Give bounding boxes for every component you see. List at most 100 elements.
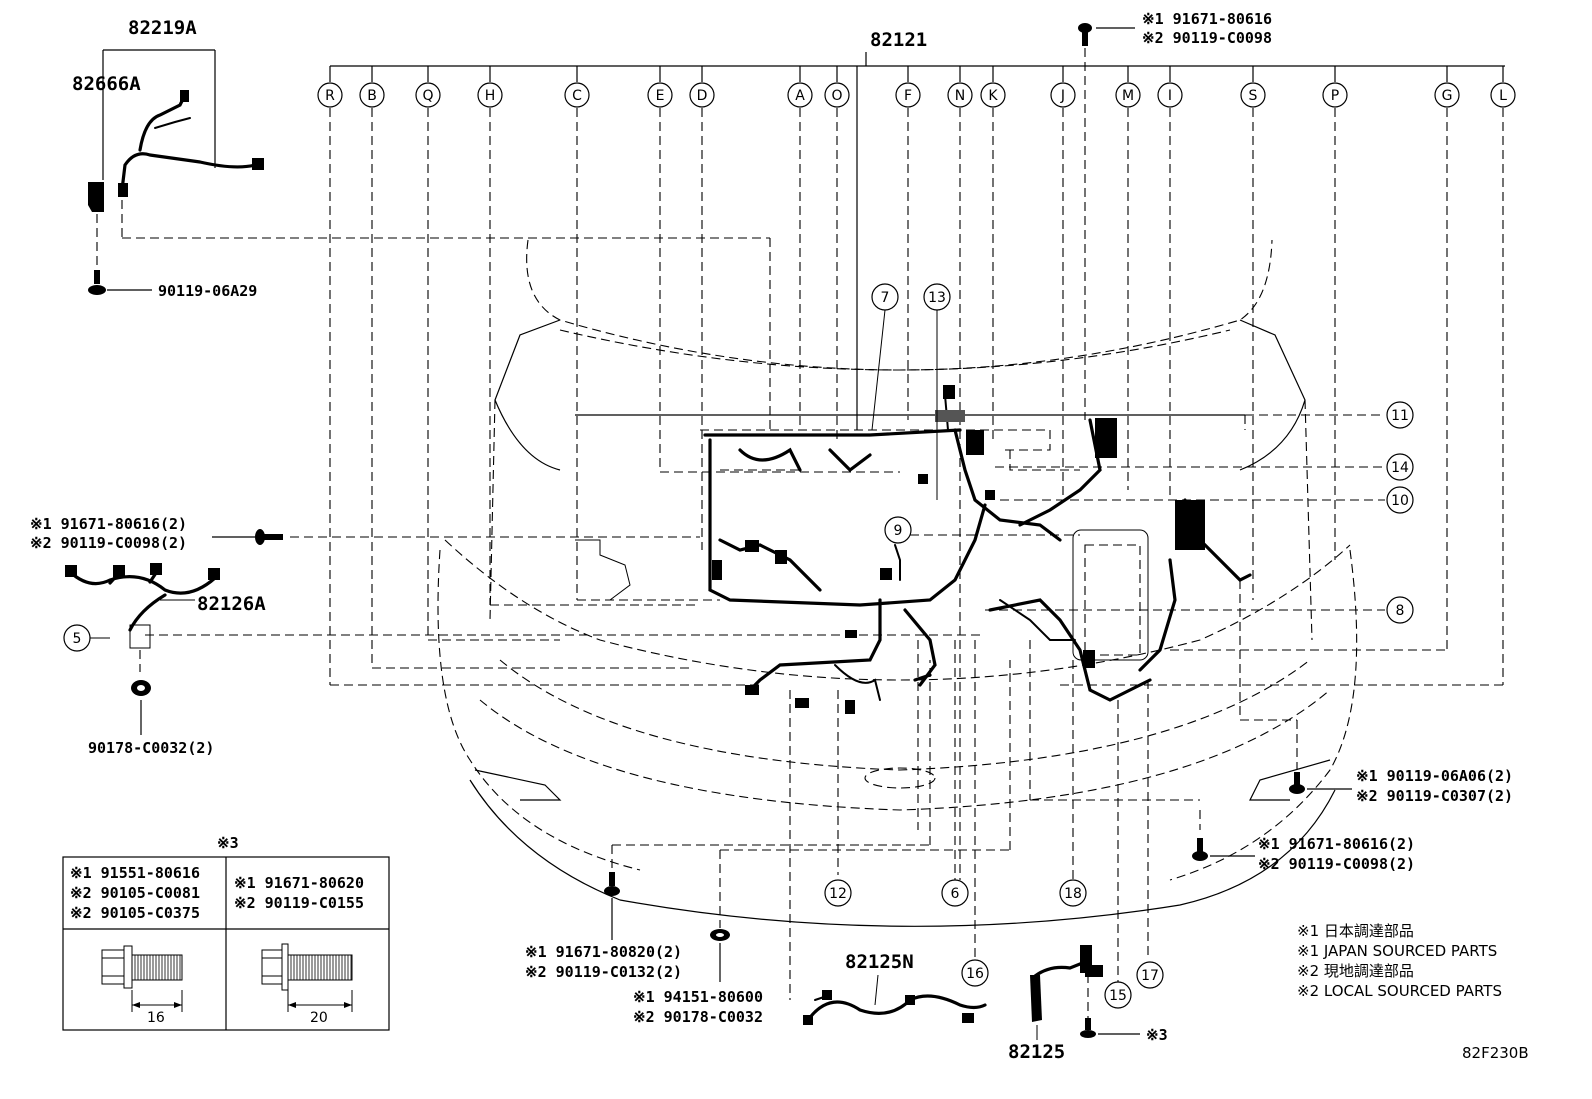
flange-bolt-16-icon [101,945,183,1012]
svg-text:D: D [697,88,708,104]
svg-text:15: 15 [1109,988,1127,1004]
bottom-bolt-b-group: ※1 94151-80600 ※2 90178-C0032 [633,929,763,1026]
letter-callout-i: I [1157,82,1183,108]
left-mid-bolt-group: ※1 91671-80616(2) ※2 90119-C0098(2) [30,515,283,552]
letter-callout-c: C [564,82,590,108]
harness-82219A-wire [120,152,257,192]
svg-text:Q: Q [422,88,433,104]
note-bottom-a-line2: ※2 90119-C0132(2) [525,963,682,981]
bracket-82666A [88,182,104,212]
right-bolt-b-group: ※1 91671-80616(2) ※2 90119-C0098(2) [1192,835,1415,873]
letter-callout-n: N [947,82,973,108]
svg-text:R: R [325,88,335,104]
bolt-right-b-icon [1192,838,1208,861]
table-col2-line1: ※1 91671-80620 [234,874,364,892]
table-col2-line2: ※2 90119-C0155 [234,894,364,912]
svg-text:18: 18 [1064,886,1082,902]
legend-line1: ※1 日本調達部品 [1297,922,1414,940]
svg-text:M: M [1122,88,1134,104]
note-left-mid-line2: ※2 90119-C0098(2) [30,534,187,552]
letter-callout-f: F [895,82,921,108]
svg-text:13: 13 [928,290,946,306]
legend-line3: ※2 現地調達部品 [1297,962,1414,980]
svg-text:H: H [485,88,496,104]
note-right-b-line1: ※1 91671-80616(2) [1258,835,1415,853]
number-callout-5: 5 [63,624,91,652]
letter-callout-g: G [1434,82,1460,108]
svg-text:6: 6 [951,886,960,902]
note-bottom-b-line2: ※2 90178-C0032 [633,1008,763,1026]
legend-line2: ※1 JAPAN SOURCED PARTS [1297,942,1497,960]
ecu-box-outline [1072,529,1149,661]
table-col1-line2: ※2 90105-C0081 [70,884,200,902]
svg-text:7: 7 [881,290,890,306]
letter-callout-q: Q [415,82,441,108]
main-harness-drawing [703,385,1252,714]
svg-text:C: C [572,88,582,104]
figure-code: 82F230B [1462,1044,1529,1062]
svg-text:F: F [904,88,912,104]
part-82666A-label: 82666A [72,73,141,95]
svg-text:12: 12 [829,886,847,902]
number-callout-15: 15 [1104,981,1132,1009]
svg-text:8: 8 [1396,603,1405,619]
letter-callout-b: B [359,82,385,108]
part-82219A-group: 82219A 82666A 90119-06A29 [72,17,771,430]
letter-callout-m: M [1115,82,1141,108]
note-top-right-line2: ※2 90119-C0098 [1142,29,1272,47]
letter-callout-d: D [689,82,715,108]
number-callout-9: 9 [884,516,912,544]
part-82125-label: 82125 [1008,1041,1065,1063]
letter-callout-h: H [477,82,503,108]
number-callout-7: 7 [871,283,899,311]
nut-bottom-b-icon [710,929,730,941]
note-bottom-a-line1: ※1 91671-80820(2) [525,943,682,961]
letter-callout-e: E [647,82,673,108]
note-right-a-line2: ※2 90119-C0307(2) [1356,787,1513,805]
part-82126A-label: 82126A [197,593,266,615]
svg-text:P: P [1331,88,1339,104]
top-right-bolt-group: ※1 91671-80616 ※2 90119-C0098 [1078,10,1272,420]
number-callout-11: 11 [1386,401,1414,429]
part-82125-group: 82125 ※3 [1008,945,1168,1063]
svg-text:B: B [367,88,377,104]
letter-callout-a: A [787,82,813,108]
number-callout-8: 8 [1386,596,1414,624]
number-callout-13: 13 [923,283,951,311]
svg-text:10: 10 [1391,493,1409,509]
bolt-right-a-icon [1289,772,1305,794]
part-82219A-label: 82219A [128,17,197,39]
bolt-90119-06A29-icon [88,270,106,295]
bottom-callout-leaders [611,580,1298,1020]
bolt-table-title: ※3 [217,834,239,852]
svg-text:5: 5 [73,631,82,647]
note-left-mid-line1: ※1 91671-80616(2) [30,515,187,533]
clip-90178-C0032-icon [131,680,151,696]
bolt-bottom-a-icon [604,872,620,896]
letter-callout-k: K [980,82,1006,108]
right-bolt-a-group: ※1 90119-06A06(2) ※2 90119-C0307(2) [1289,767,1513,805]
svg-text:N: N [955,88,965,104]
svg-text:14: 14 [1391,460,1409,476]
part-82125N-label: 82125N [845,951,914,973]
letter-callout-p: P [1322,82,1348,108]
letter-callout-r: R [317,82,343,108]
svg-text:E: E [656,88,665,104]
number-callout-14: 14 [1386,453,1414,481]
vehicle-body-outline [437,239,1358,927]
number-callout-18: 18 [1059,879,1087,907]
table-col1-line3: ※2 90105-C0375 [70,904,200,922]
number-callout-16: 16 [961,959,989,987]
legend-line4: ※2 LOCAL SOURCED PARTS [1297,982,1502,1000]
note-right-b-line2: ※2 90119-C0098(2) [1258,855,1415,873]
note-top-right-line1: ※1 91671-80616 [1142,10,1272,28]
note-right-a-line1: ※1 90119-06A06(2) [1356,767,1513,785]
svg-text:A: A [795,88,805,104]
number-callout-10: 10 [1386,486,1414,514]
bolt-82125-icon [1080,1018,1096,1038]
part-82125N-group: 82125N [803,951,987,1025]
letter-leader-lines [329,66,1504,880]
